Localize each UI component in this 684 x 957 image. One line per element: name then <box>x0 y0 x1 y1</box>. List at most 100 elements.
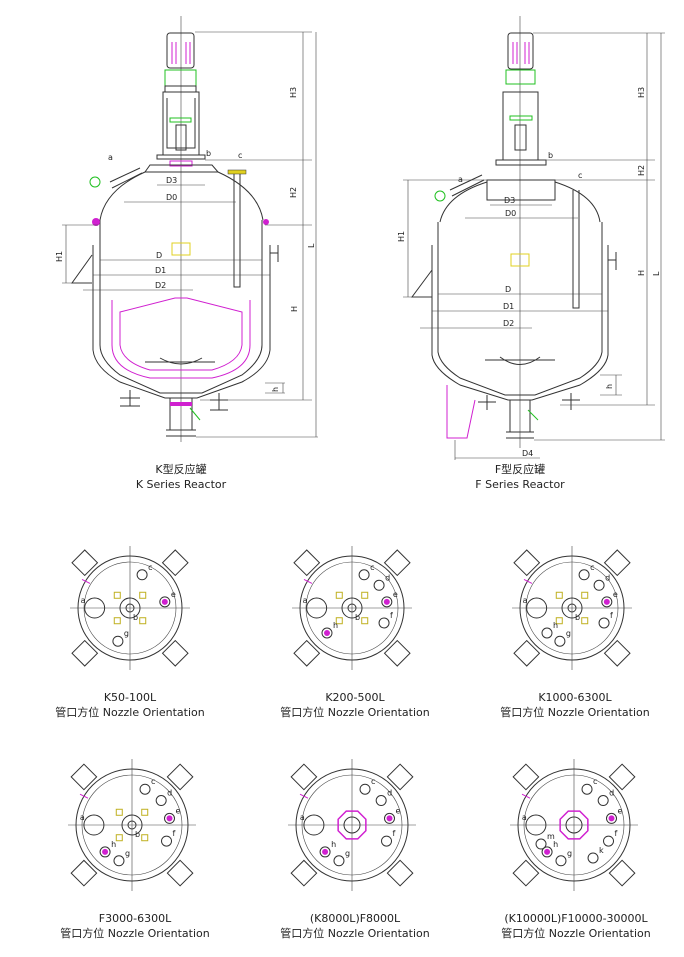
nozzle-orientation-plans: abcegabcdefhabcdefghabcdefghacdefghacdef… <box>68 546 638 891</box>
support-lug <box>386 859 414 887</box>
nozzle-label: h <box>333 621 338 630</box>
support-lug <box>512 859 540 887</box>
nozzle-a <box>83 814 105 836</box>
nozzle-m <box>535 838 547 850</box>
support-lug <box>603 549 631 577</box>
plan-caption: (K10000L)F10000-30000L 管口方位 Nozzle Orient… <box>501 911 650 941</box>
nozzle-c-label: c <box>238 151 242 160</box>
nozzle-label: h <box>111 840 116 849</box>
center-flange <box>559 810 589 840</box>
nozzle-label: f <box>393 829 396 838</box>
nozzle-h <box>321 627 333 639</box>
motor <box>166 32 195 69</box>
nozzle-c-label: c <box>578 171 582 180</box>
dim-d1: D1 <box>503 302 514 311</box>
plan-model: F3000-6300L <box>98 912 172 925</box>
support-lug <box>608 763 636 791</box>
nozzle-label: k <box>599 846 604 855</box>
center-flange <box>119 597 141 619</box>
dim-d: D <box>156 251 162 260</box>
nozzle-label: h <box>553 621 558 630</box>
f-reactor-title-cn: F型反应罐 <box>494 463 546 476</box>
plan-caption-text: 管口方位 Nozzle Orientation <box>501 927 651 940</box>
nozzle-a <box>306 597 328 619</box>
nozzle-a <box>84 597 106 619</box>
nozzle-label: a <box>300 813 305 822</box>
nozzle-label: g <box>345 849 350 858</box>
dim-h1: H1 <box>397 231 406 242</box>
nozzle-label: e <box>618 806 623 815</box>
nozzle-a <box>303 814 325 836</box>
dim-d3: D3 <box>166 176 177 185</box>
nozzle-e <box>601 596 613 608</box>
nozzle-b-label: b <box>548 151 553 160</box>
f-series-reactor-drawing: H3 H2 H L H1 h D D1 D2 D3 D0 D4 a b c <box>397 16 665 460</box>
nozzle-label: a <box>523 596 528 605</box>
svg-text:b: b <box>355 613 360 622</box>
nozzle-label: g <box>125 849 130 858</box>
nozzle-e <box>159 596 171 608</box>
support-lug <box>383 549 411 577</box>
nozzle-label: e <box>396 806 401 815</box>
nozzle-h <box>541 627 553 639</box>
dim-d2: D2 <box>155 281 166 290</box>
svg-text:b: b <box>575 613 580 622</box>
plan-caption-text: 管口方位 Nozzle Orientation <box>280 706 430 719</box>
nozzle-label: c <box>371 777 375 786</box>
nozzle-a <box>526 597 548 619</box>
k-series-reactor-drawing: H3 H2 H L H1 h D D1 D2 D3 D0 a b c <box>55 16 318 442</box>
nozzle-label: a <box>303 596 308 605</box>
plan-caption-text: 管口方位 Nozzle Orientation <box>60 927 210 940</box>
support-lug <box>386 763 414 791</box>
support-lug <box>166 859 194 887</box>
nozzle-c <box>136 569 148 581</box>
nozzle-label: d <box>609 789 614 798</box>
dim-h3: H3 <box>637 87 646 98</box>
support-lug <box>161 549 189 577</box>
center-flange <box>341 597 363 619</box>
nozzle-label: a <box>522 813 527 822</box>
dim-d1: D1 <box>155 266 166 275</box>
nozzle-label: a <box>80 813 85 822</box>
nozzle-label: e <box>176 806 181 815</box>
svg-text:b: b <box>133 613 138 622</box>
nozzle-label: f <box>390 611 393 620</box>
dim-h2: H2 <box>637 165 646 176</box>
dim-h3: H3 <box>289 87 298 98</box>
nozzle-label: g <box>124 629 129 638</box>
nozzle-f <box>381 835 393 847</box>
dim-d3: D3 <box>504 196 515 205</box>
support-lug <box>603 639 631 667</box>
support-lug <box>70 763 98 791</box>
nozzle-h <box>99 846 111 858</box>
nozzle-g <box>113 855 125 867</box>
nozzle-label: e <box>393 590 398 599</box>
plan-caption-text: 管口方位 Nozzle Orientation <box>55 706 205 719</box>
plan-model: (K10000L)F10000-30000L <box>504 912 648 925</box>
nozzle-d <box>373 579 385 591</box>
nozzle-c <box>581 783 593 795</box>
dim-l: L <box>652 271 661 276</box>
dim-h: H <box>637 270 646 276</box>
support-lug <box>290 763 318 791</box>
nozzle-e <box>381 596 393 608</box>
nozzle-c <box>139 783 151 795</box>
dim-h: H <box>290 306 299 312</box>
support-lug <box>513 639 541 667</box>
nozzle-h <box>319 846 331 858</box>
svg-text:b: b <box>135 830 140 839</box>
dim-h1: H1 <box>55 251 64 262</box>
nozzle-label: c <box>370 563 374 572</box>
nozzle-label: c <box>148 563 152 572</box>
nozzle-a-label: a <box>108 153 113 162</box>
nozzle-label: g <box>567 849 572 858</box>
